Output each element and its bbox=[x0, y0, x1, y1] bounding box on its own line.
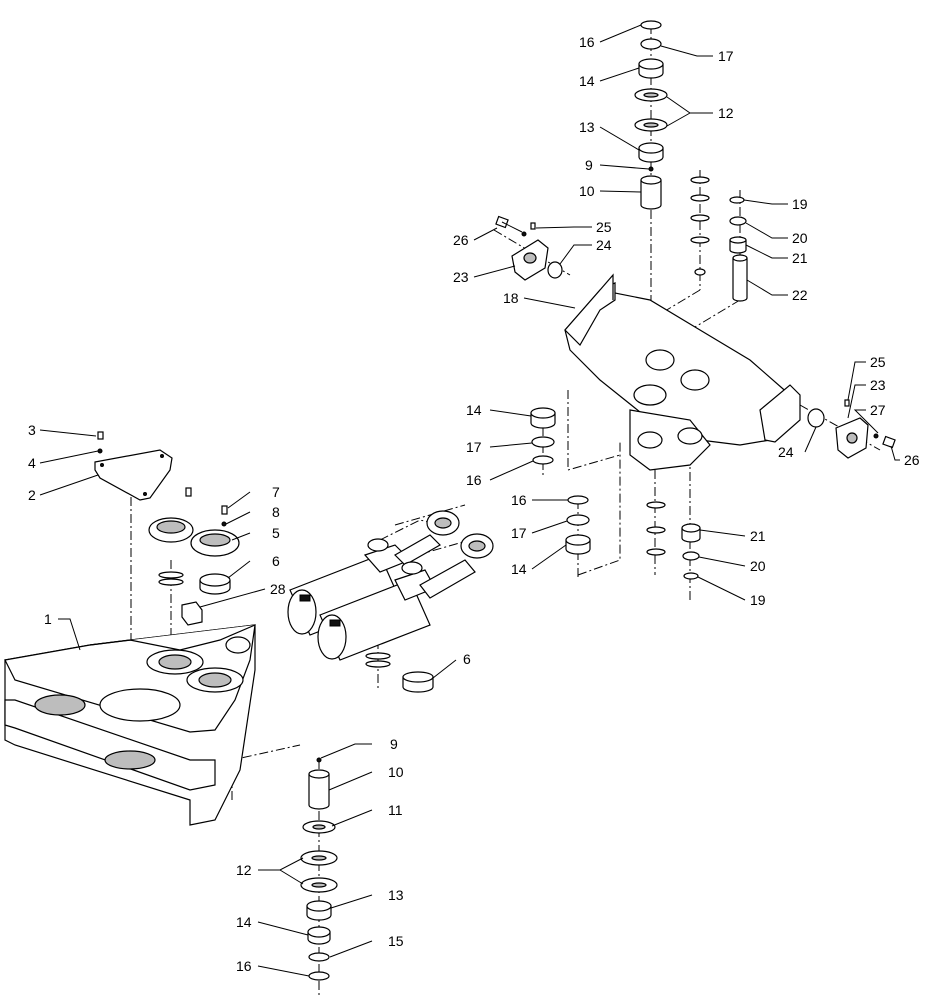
callout-14: 14 bbox=[579, 73, 595, 89]
right-pin-stack bbox=[729, 196, 748, 302]
callout-14: 14 bbox=[511, 561, 527, 577]
side-brackets bbox=[495, 215, 896, 459]
callout-4: 4 bbox=[28, 455, 36, 471]
callout-13: 13 bbox=[388, 887, 404, 903]
callout-1: 1 bbox=[44, 611, 52, 627]
yoke-assembly bbox=[564, 273, 801, 471]
callout-3: 3 bbox=[28, 422, 36, 438]
callout-24: 24 bbox=[778, 444, 794, 460]
callout-16: 16 bbox=[579, 34, 595, 50]
callout-17: 17 bbox=[511, 525, 527, 541]
flange-parts bbox=[148, 487, 240, 626]
callout-9: 9 bbox=[390, 736, 398, 752]
callout-12: 12 bbox=[718, 105, 734, 121]
callout-16: 16 bbox=[236, 958, 252, 974]
callout-17: 17 bbox=[718, 48, 734, 64]
callout-20: 20 bbox=[750, 558, 766, 574]
callout-7: 7 bbox=[272, 484, 280, 500]
callout-20: 20 bbox=[792, 230, 808, 246]
center-lines bbox=[130, 25, 881, 995]
callout-14: 14 bbox=[466, 402, 482, 418]
callout-25: 25 bbox=[870, 354, 886, 370]
callout-23: 23 bbox=[870, 377, 886, 393]
callout-24: 24 bbox=[596, 237, 612, 253]
top-pin-stack bbox=[634, 20, 710, 276]
callout-8: 8 bbox=[272, 504, 280, 520]
callout-22: 22 bbox=[792, 287, 808, 303]
callout-10: 10 bbox=[579, 183, 595, 199]
callout-26: 26 bbox=[904, 452, 920, 468]
callout-19: 19 bbox=[792, 196, 808, 212]
callout-12: 12 bbox=[236, 862, 252, 878]
callout-16: 16 bbox=[466, 472, 482, 488]
leader-lines bbox=[39, 24, 900, 977]
callout-2: 2 bbox=[28, 487, 36, 503]
callout-18: 18 bbox=[503, 290, 519, 306]
callout-10: 10 bbox=[388, 764, 404, 780]
callout-15: 15 bbox=[388, 933, 404, 949]
callout-19: 19 bbox=[750, 592, 766, 608]
callout-5: 5 bbox=[272, 525, 280, 541]
middle-bearing-stacks bbox=[530, 407, 701, 580]
hydraulic-cylinders bbox=[287, 510, 494, 693]
callout-17: 17 bbox=[466, 439, 482, 455]
callout-6: 6 bbox=[463, 651, 471, 667]
callout-9: 9 bbox=[585, 157, 593, 173]
callout-25: 25 bbox=[596, 219, 612, 235]
callout-23: 23 bbox=[453, 269, 469, 285]
callout-14: 14 bbox=[236, 914, 252, 930]
callout-21: 21 bbox=[792, 250, 808, 266]
callout-21: 21 bbox=[750, 528, 766, 544]
callout-6: 6 bbox=[272, 553, 280, 569]
callout-13: 13 bbox=[579, 119, 595, 135]
callout-11: 11 bbox=[388, 802, 403, 818]
frame-assembly bbox=[4, 624, 256, 826]
callout-28: 28 bbox=[270, 581, 286, 597]
bottom-pin-stack bbox=[300, 757, 338, 981]
cover-plate-parts bbox=[94, 431, 173, 501]
callout-27: 27 bbox=[870, 402, 886, 418]
callout-26: 26 bbox=[453, 232, 469, 248]
callout-labels: 16 17 14 12 13 9 10 19 20 21 22 26 25 24… bbox=[28, 34, 920, 974]
callout-16: 16 bbox=[511, 492, 527, 508]
